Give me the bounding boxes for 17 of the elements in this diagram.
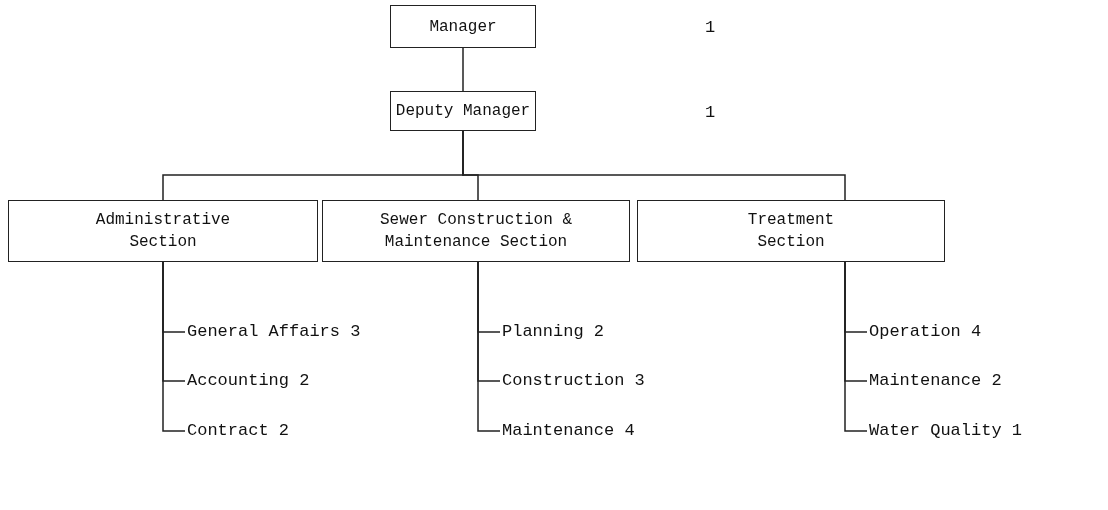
unit-name: Sewer Construction & Maintenance Section (379, 210, 573, 253)
unit-name: Deputy Manager (395, 101, 531, 122)
connector-line (462, 47, 464, 92)
org-box (637, 200, 945, 262)
org-box (322, 200, 630, 262)
connector-line (162, 261, 186, 432)
headcount-label: 1 (705, 17, 716, 39)
unit-name: Treatment Section (746, 210, 836, 253)
connector-line (844, 261, 868, 432)
org-box (390, 91, 536, 131)
org-box (390, 5, 536, 48)
connector-line (477, 261, 501, 432)
unit-name: Manager (429, 16, 497, 38)
unit-name: Administrative Section (94, 210, 232, 253)
org-box (8, 200, 318, 262)
headcount-label: 1 (705, 102, 716, 124)
connector-line (462, 130, 846, 201)
